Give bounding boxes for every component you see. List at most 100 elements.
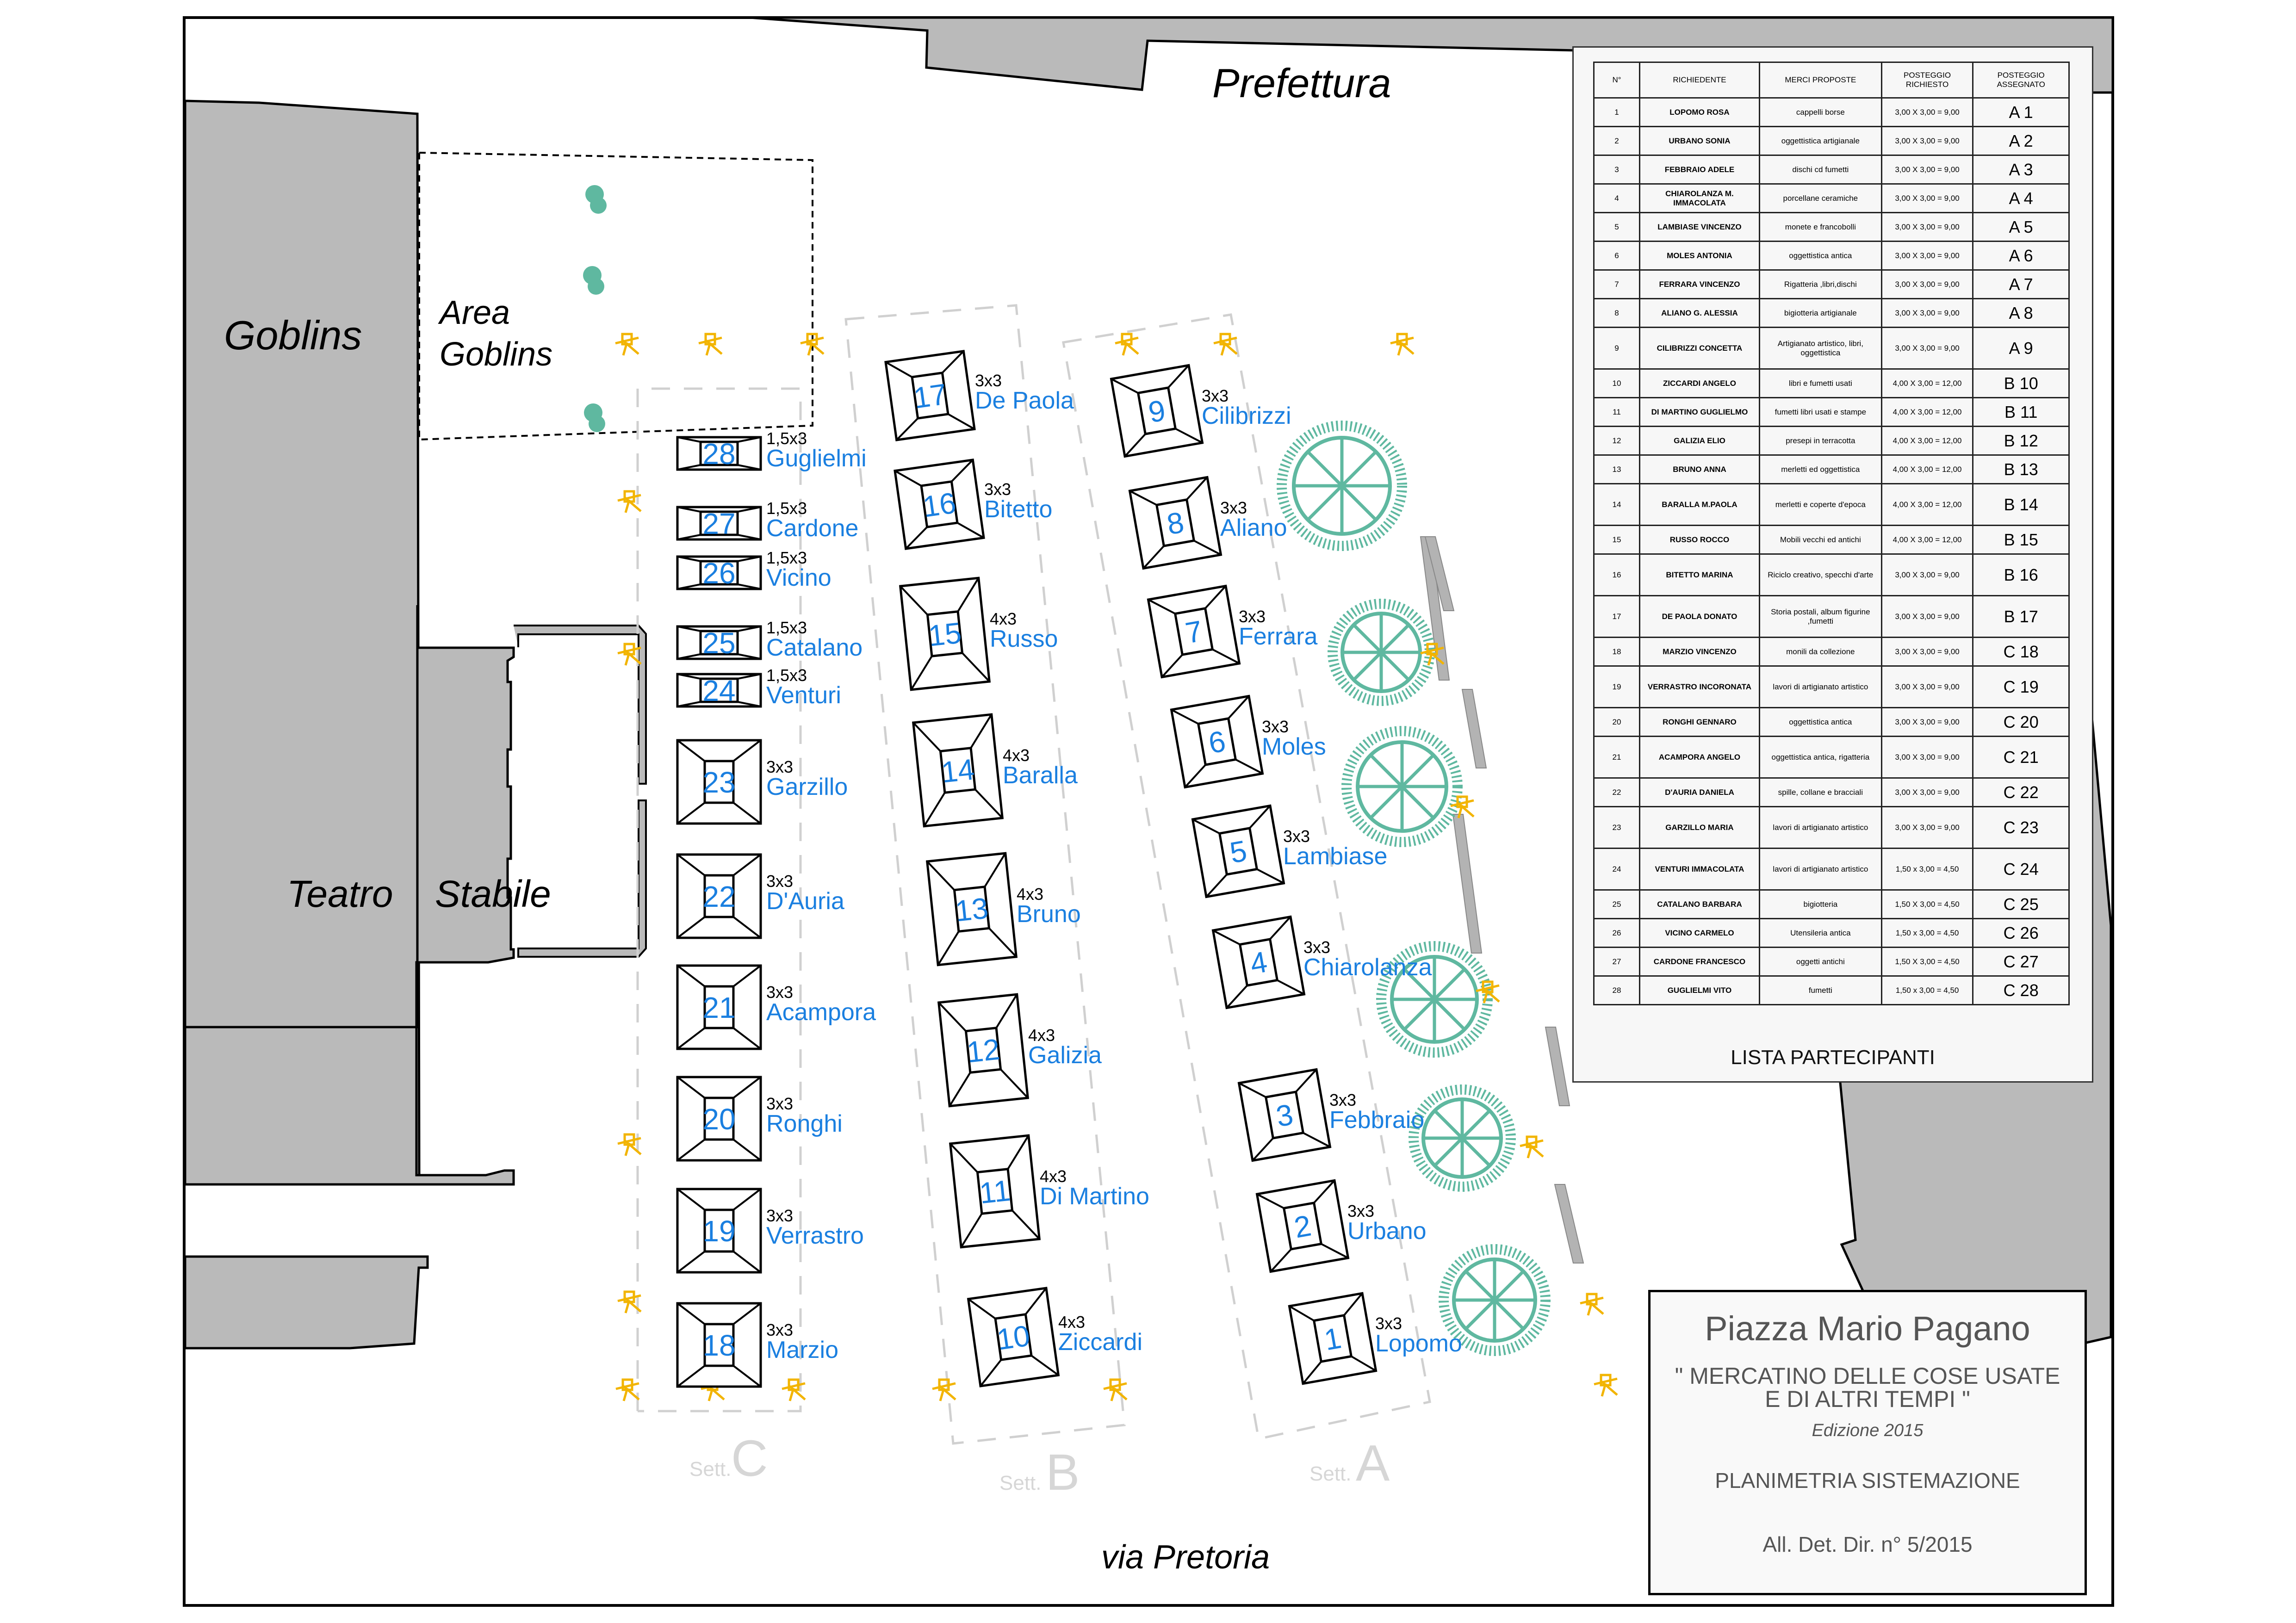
street-lamp-icon <box>1450 795 1475 818</box>
svg-text:B: B <box>1046 1444 1080 1501</box>
stall-roof-lines <box>900 577 990 690</box>
participant-requested-stall: 4,00 X 3,00 = 12,00 <box>1880 368 1974 398</box>
participant-name: CARDONE FRANCESCO <box>1639 947 1760 977</box>
participant-goods: merletti ed oggettistica <box>1758 454 1882 484</box>
stall-roof-lines <box>894 459 984 550</box>
participant-assigned-stall: C 27 <box>1972 947 2070 977</box>
street-lamp-icon <box>615 333 639 356</box>
stall-holder-name: Acampora <box>766 999 876 1026</box>
participant-assigned-stall: B 14 <box>1972 483 2070 526</box>
participant-goods: lavori di artigianato artistico <box>1758 806 1882 849</box>
svg-text:Sett.: Sett. <box>689 1458 732 1481</box>
participant-number: 24 <box>1593 848 1640 891</box>
stall-number-box <box>1155 498 1196 547</box>
svg-text:C: C <box>731 1430 768 1487</box>
participant-number: 9 <box>1593 327 1640 370</box>
stall-shape: 8 <box>1128 476 1222 570</box>
participant-name: BARALLA M.PAOLA <box>1639 483 1760 526</box>
sector-label-c: Sett. C <box>689 1430 768 1487</box>
street-lamp-icon <box>617 1133 642 1156</box>
area-goblins-label-1: Area <box>438 294 510 331</box>
stall-holder-name: Galizia <box>1028 1042 1102 1069</box>
participant-goods: libri e fumetti usati <box>1758 368 1882 398</box>
participant-assigned-stall: B 12 <box>1972 426 2070 456</box>
stall-shape: 12 <box>937 993 1030 1108</box>
stall-roof-lines <box>676 1302 762 1388</box>
street-lamp-icon <box>800 333 825 356</box>
participant-name: LOPOMO ROSA <box>1639 97 1760 127</box>
via-pretoria-label: via Pretoria <box>1101 1539 1270 1576</box>
participant-requested-stall: 3,00 X 3,00 = 9,00 <box>1880 126 1974 156</box>
stall-number-box <box>1136 386 1177 435</box>
participant-name: FEBBRAIO ADELE <box>1639 155 1760 185</box>
stall-holder-name: Cilibrizzi <box>1202 403 1291 429</box>
stall-roof-lines <box>926 853 1017 966</box>
stall-number: 12 <box>965 1033 1001 1069</box>
stall-number: 16 <box>921 486 958 523</box>
stall-shape: 1 <box>1288 1292 1378 1385</box>
stall-size: 3x3 <box>1329 1090 1356 1109</box>
prefettura-label: Prefettura <box>1212 60 1391 106</box>
stall-size: 3x3 <box>1239 607 1266 626</box>
stall-number: 28 <box>702 437 735 471</box>
stall-size: 4x3 <box>1003 746 1030 765</box>
stall-shape: 11 <box>949 1134 1041 1249</box>
stall-holder-name: Lambiase <box>1283 843 1387 870</box>
participant-name: MOLES ANTONIA <box>1639 241 1760 271</box>
participant-assigned-stall: A 6 <box>1972 241 2070 271</box>
participant-goods: Utensileria antica <box>1758 918 1882 948</box>
stall-size: 3x3 <box>975 371 1002 390</box>
participant-requested-stall: 3,00 X 3,00 = 9,00 <box>1880 183 1974 213</box>
sector-a-outline <box>1062 313 1431 1440</box>
stall-size: 3x3 <box>1347 1202 1374 1220</box>
participant-name: ALIANO G. ALESSIA <box>1639 298 1760 328</box>
stall-number: 23 <box>702 766 735 799</box>
stall-number-box <box>1238 938 1279 987</box>
stall-roof-lines <box>676 854 762 939</box>
participant-name: GARZILLO MARIA <box>1639 806 1760 849</box>
participant-number: 4 <box>1593 183 1640 213</box>
participant-name: URBANO SONIA <box>1639 126 1760 156</box>
stall-roof-lines <box>677 436 761 471</box>
stall-number-box <box>699 560 739 586</box>
participant-assigned-stall: C 18 <box>1972 637 2070 667</box>
participant-goods: oggettistica antica, rigatteria <box>1758 736 1882 779</box>
header-applicant: RICHIEDENTE <box>1639 62 1760 99</box>
stall-size: 3x3 <box>1283 827 1310 846</box>
stall-number-box <box>703 874 735 918</box>
stall-holder-name: Marzio <box>766 1337 838 1363</box>
stall-roof-lines <box>1129 477 1222 569</box>
stall-shape: 2 <box>1255 1179 1350 1273</box>
participant-number: 16 <box>1593 553 1640 596</box>
benches <box>1420 536 1584 1264</box>
stall-number-box <box>953 886 991 933</box>
stall-number: 18 <box>702 1329 735 1362</box>
participant-number: 25 <box>1593 889 1640 919</box>
participant-requested-stall: 3,00 X 3,00 = 9,00 <box>1880 298 1974 328</box>
stall-size: 1,5x3 <box>766 666 807 685</box>
stall-shape: 5 <box>1191 804 1285 898</box>
participant-assigned-stall: B 13 <box>1972 454 2070 484</box>
participant-assigned-stall: C 28 <box>1972 975 2070 1005</box>
stall-size: 3x3 <box>766 1320 793 1339</box>
stall-number-box <box>1197 717 1237 766</box>
stall-number-box <box>703 1208 735 1253</box>
svg-text:Sett.: Sett. <box>999 1472 1042 1494</box>
stall-shape: 24 <box>676 673 762 708</box>
